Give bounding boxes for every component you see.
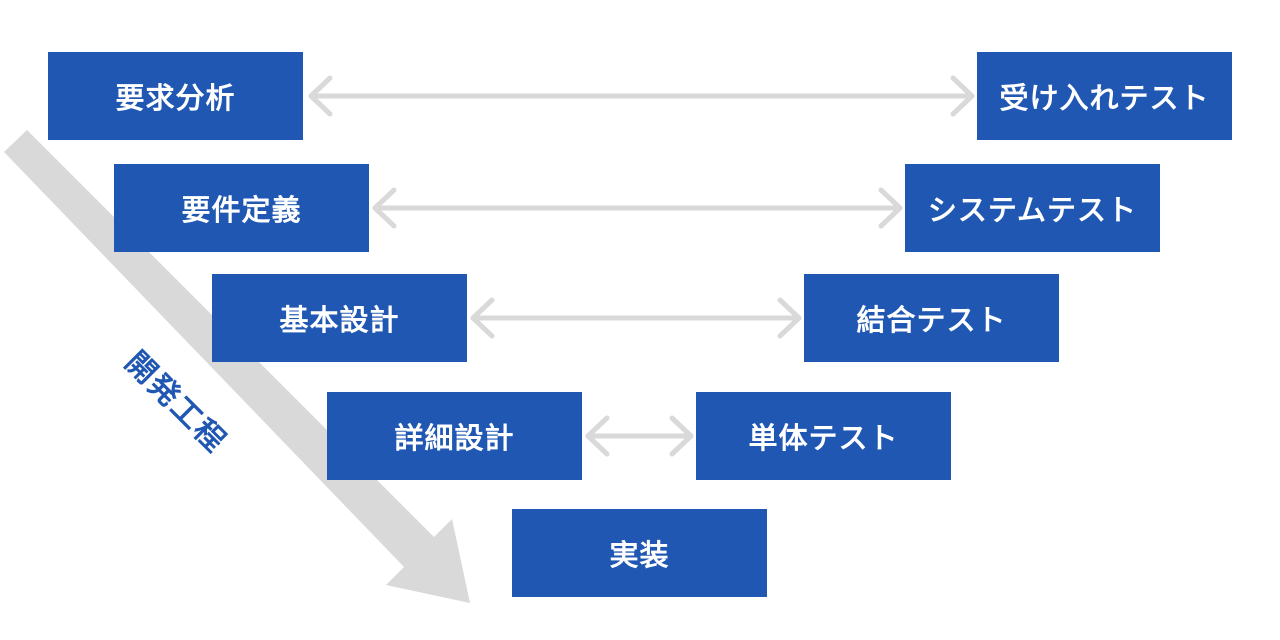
connector-requirements-definition-system-test: [372, 187, 903, 229]
box-detailed-design: 詳細設計: [327, 392, 582, 480]
box-system-test: システムテスト: [905, 164, 1160, 252]
connector-requirements-analysis-acceptance-test: [308, 75, 975, 117]
box-unit-test: 単体テスト: [696, 392, 951, 480]
box-basic-design: 基本設計: [212, 274, 467, 362]
box-requirements-analysis: 要求分析: [48, 52, 303, 140]
box-implementation: 実装: [512, 509, 767, 597]
box-acceptance-test: 受け入れテスト: [977, 52, 1232, 140]
box-integration-test: 結合テスト: [804, 274, 1059, 362]
connector-group: [308, 75, 975, 457]
connector-basic-design-integration-test: [470, 297, 802, 339]
connector-detailed-design-unit-test: [585, 415, 694, 457]
box-requirements-definition: 要件定義: [114, 164, 369, 252]
